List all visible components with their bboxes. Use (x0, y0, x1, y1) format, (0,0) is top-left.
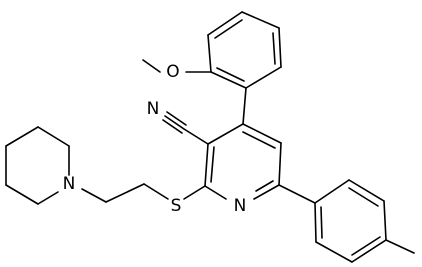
bond (278, 142, 282, 186)
bond (81, 188, 107, 203)
bond (255, 180, 274, 192)
bond (314, 202, 317, 243)
bond (204, 143, 209, 187)
bond (245, 66, 282, 89)
bond (166, 111, 187, 126)
bond (385, 239, 415, 254)
bond (207, 123, 244, 145)
piperidine-nitrogen-label: N (63, 174, 76, 194)
bond (253, 184, 280, 200)
bond (351, 236, 381, 256)
bond (320, 206, 323, 239)
bond (5, 126, 39, 147)
bond (210, 71, 247, 89)
methoxy-oxygen-label: O (166, 62, 179, 82)
bond (162, 119, 183, 134)
bond (348, 179, 385, 202)
bond (314, 179, 350, 204)
bond (183, 128, 209, 145)
bond (207, 11, 243, 36)
bond (37, 191, 59, 205)
bond (183, 185, 206, 200)
bond (351, 239, 387, 263)
bond (242, 87, 247, 125)
bond (105, 183, 145, 203)
bond (204, 185, 227, 200)
bonds (5, 11, 415, 263)
bond (210, 146, 215, 183)
atom-labels: O N S N N (63, 62, 247, 216)
bond (278, 27, 282, 68)
bond (241, 11, 280, 29)
nitrile-nitrogen-label: N (147, 99, 160, 119)
bond (348, 187, 379, 207)
bond (272, 32, 276, 65)
bond (37, 126, 70, 147)
bond (216, 67, 245, 82)
bond (207, 34, 212, 73)
bond (214, 19, 243, 39)
bond (242, 131, 276, 149)
bond (5, 184, 39, 205)
pyridine-nitrogen-label: N (234, 196, 247, 216)
bond (143, 183, 169, 200)
sulfur-label: S (171, 196, 182, 216)
bond (242, 123, 282, 144)
bond (142, 59, 161, 73)
bond (278, 184, 316, 204)
bond (315, 241, 353, 263)
bond (383, 200, 387, 241)
bond (164, 115, 185, 130)
